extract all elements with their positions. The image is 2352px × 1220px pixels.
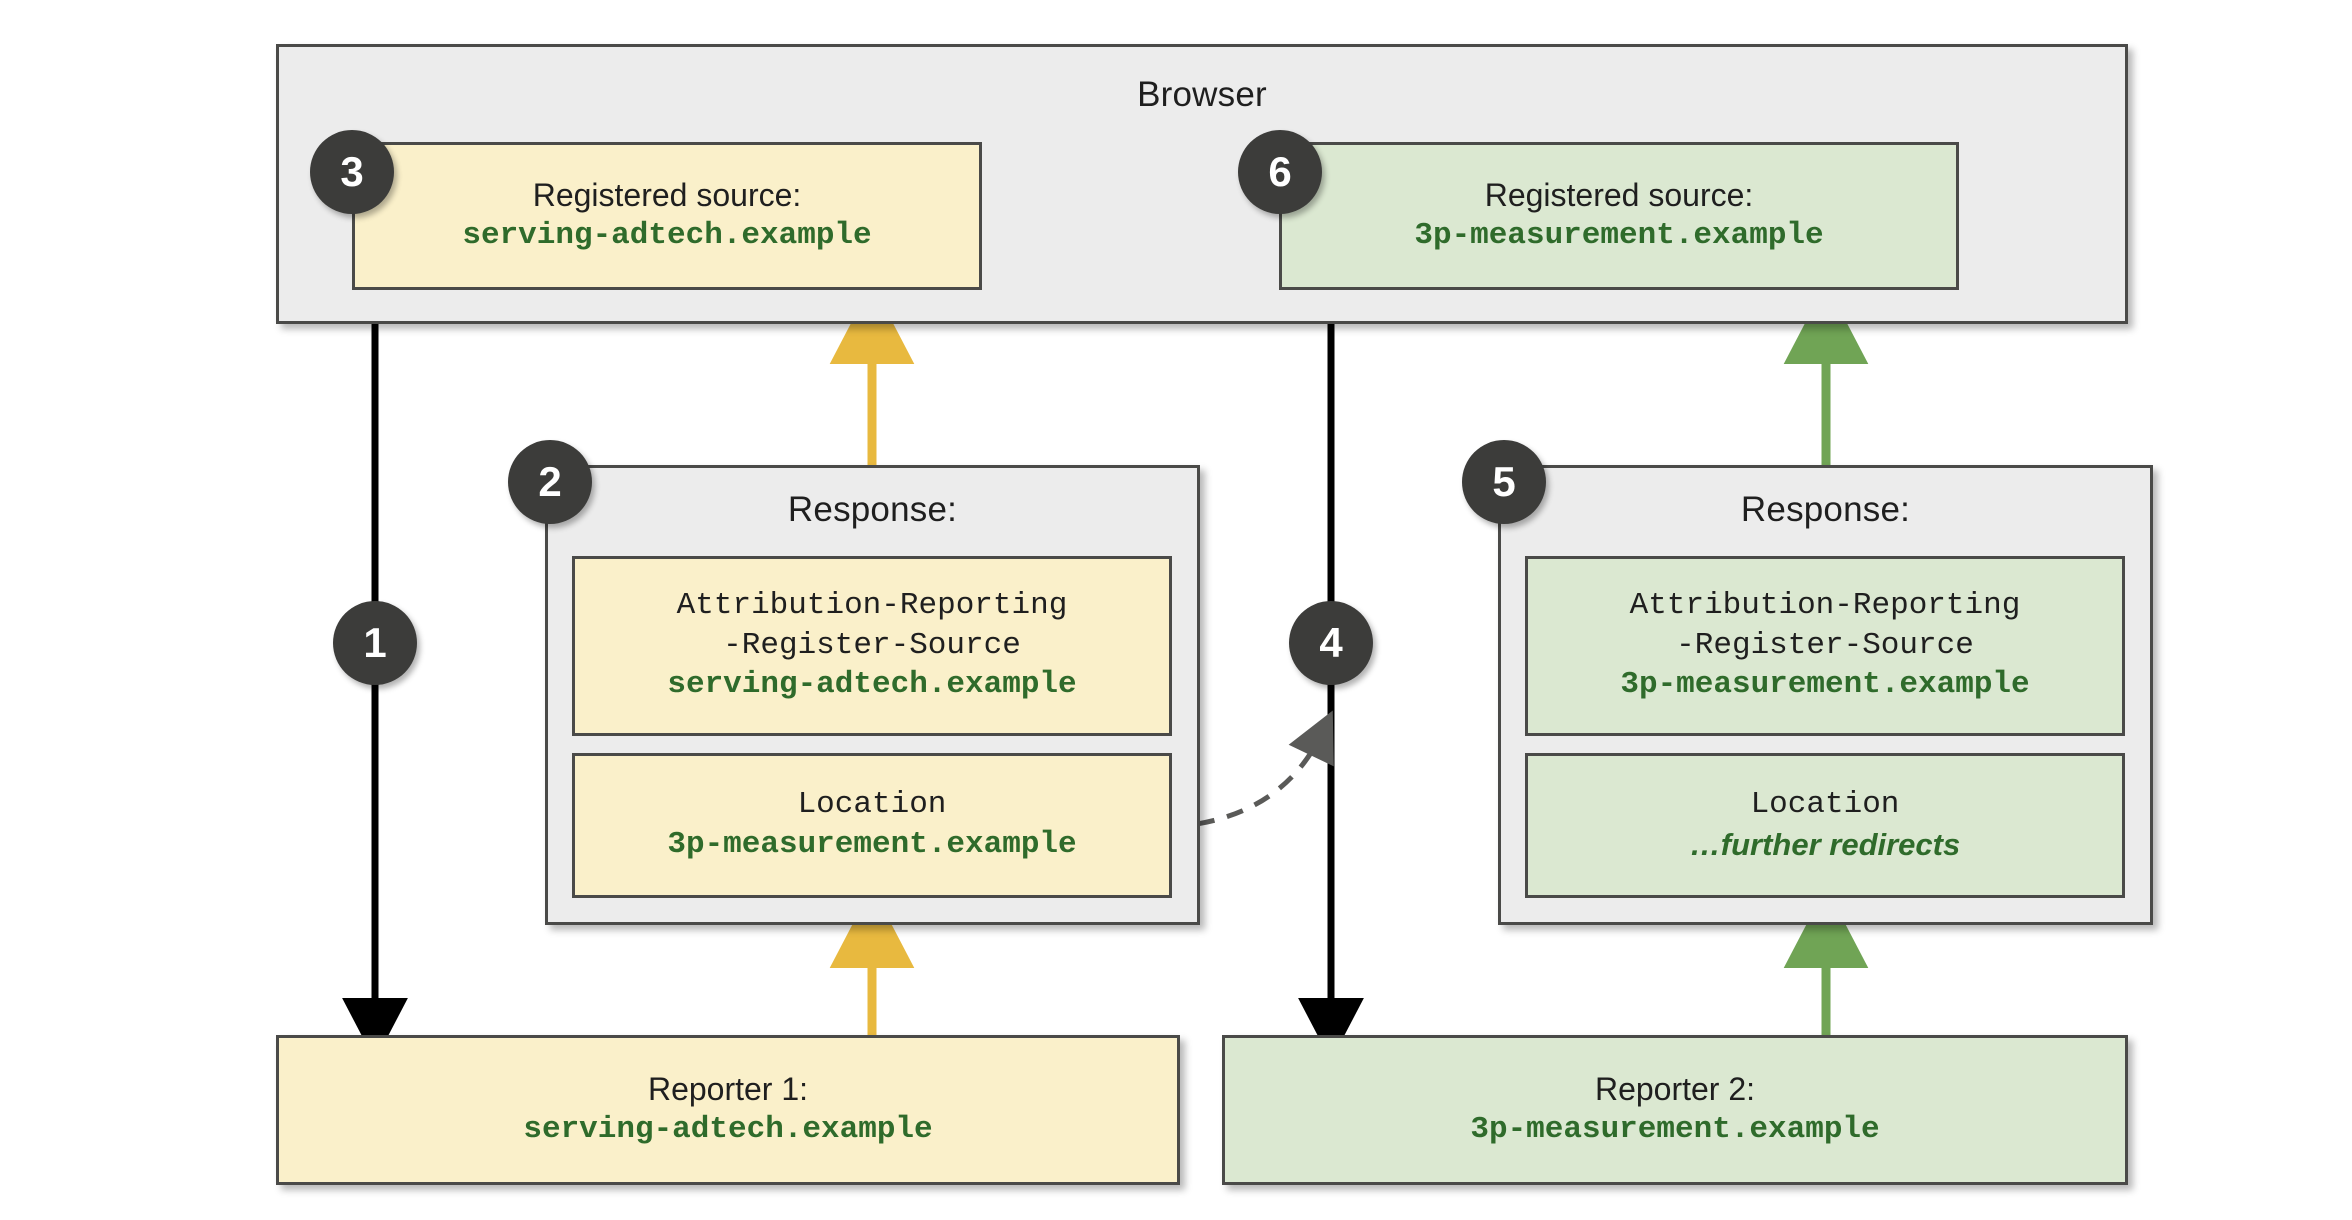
- header-name-line1-2-1: Attribution-Reporting: [1629, 587, 2021, 623]
- step-badge-3: 3: [310, 130, 394, 214]
- response-title-1: Response:: [787, 490, 958, 529]
- step-badge-2: 2: [508, 440, 592, 524]
- registered-source-card-2: Registered source: 3p-measurement.exampl…: [1279, 142, 1959, 290]
- response-header-block-2-1: Attribution-Reporting -Register-Source 3…: [1525, 556, 2125, 736]
- header-name-line1-2-2: Location: [1750, 787, 1900, 823]
- response-header-block-2-2: Location …further redirects: [1525, 753, 2125, 898]
- header-name-line1-1-2: Location: [797, 787, 947, 823]
- response-card-1: Response: Attribution-Reporting -Registe…: [545, 465, 1200, 925]
- response-header-block-1-2: Location 3p-measurement.example: [572, 753, 1172, 898]
- header-value-1-1: serving-adtech.example: [667, 667, 1077, 703]
- step-badge-4: 4: [1289, 601, 1373, 685]
- step-badge-5: 5: [1462, 440, 1546, 524]
- reporter-caption-1: Reporter 1:: [647, 1071, 809, 1108]
- reporter-card-2: Reporter 2: 3p-measurement.example: [1222, 1035, 2128, 1185]
- response-title-2: Response:: [1740, 490, 1911, 529]
- browser-container: Browser Registered source: serving-adtec…: [276, 44, 2128, 324]
- header-value-2-1: 3p-measurement.example: [1620, 667, 2030, 703]
- header-name-line2-1-1: -Register-Source: [723, 627, 1021, 663]
- reporter-domain-2: 3p-measurement.example: [1470, 1112, 1880, 1148]
- step-badge-1: 1: [333, 601, 417, 685]
- registered-source-caption-1: Registered source:: [532, 177, 802, 214]
- registered-source-domain-1: serving-adtech.example: [462, 218, 872, 254]
- reporter-card-1: Reporter 1: serving-adtech.example: [276, 1035, 1180, 1185]
- step-badge-6: 6: [1238, 130, 1322, 214]
- header-name-line2-2-1: -Register-Source: [1676, 627, 1974, 663]
- response-header-block-1-1: Attribution-Reporting -Register-Source s…: [572, 556, 1172, 736]
- reporter-domain-1: serving-adtech.example: [523, 1112, 933, 1148]
- response-card-2: Response: Attribution-Reporting -Registe…: [1498, 465, 2153, 925]
- registered-source-caption-2: Registered source:: [1484, 177, 1754, 214]
- header-name-line1-1-1: Attribution-Reporting: [676, 587, 1068, 623]
- reporter-caption-2: Reporter 2:: [1594, 1071, 1756, 1108]
- header-value-1-2: 3p-measurement.example: [667, 827, 1077, 863]
- registered-source-domain-2: 3p-measurement.example: [1414, 218, 1824, 254]
- registered-source-card-1: Registered source: serving-adtech.exampl…: [352, 142, 982, 290]
- browser-title: Browser: [1137, 75, 1267, 114]
- header-value-2-2: …further redirects: [1689, 827, 1961, 863]
